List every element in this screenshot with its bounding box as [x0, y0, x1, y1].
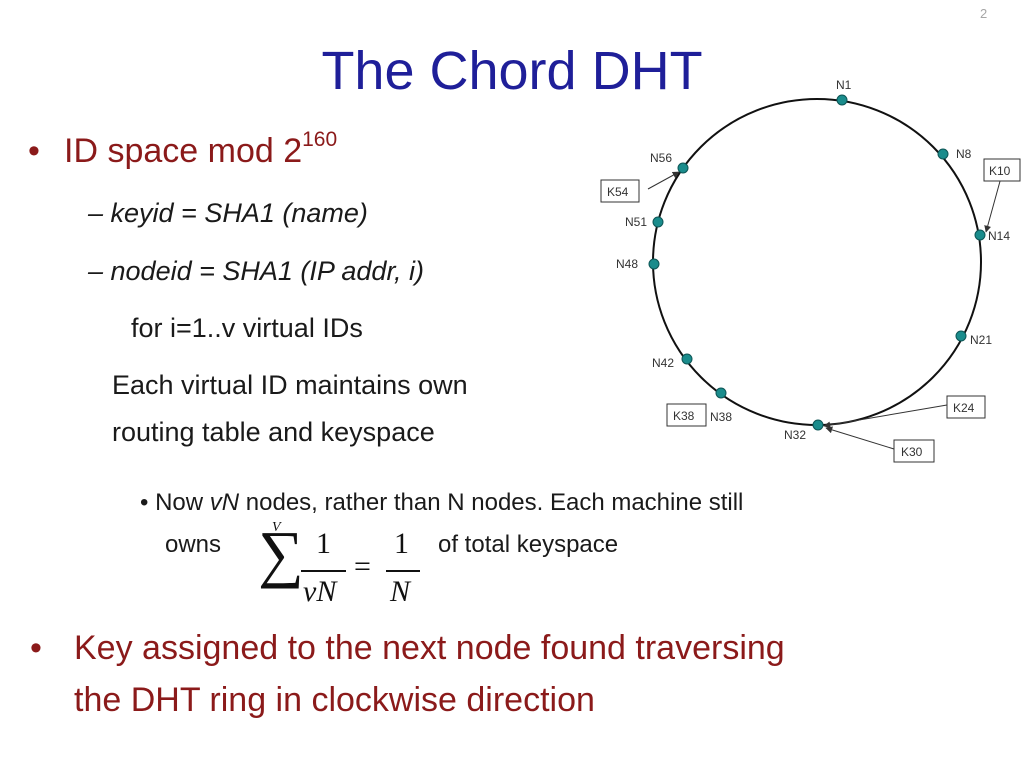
owns-label: owns [165, 531, 222, 558]
chord-ring-diagram: N1 N8 N14 N21 N32 N38 N42 N48 N51 N56 K1… [600, 78, 1021, 463]
slide-number: 2 [980, 6, 988, 21]
label-k10: K10 [989, 164, 1011, 178]
key-box-k30 [893, 439, 935, 463]
text-vn: vN [209, 489, 240, 516]
bullet-text: ID space mod 2 [64, 132, 303, 170]
key-box-k24 [946, 395, 986, 419]
key-box-k10 [983, 158, 1021, 182]
node-n21 [955, 330, 967, 342]
sub-bullet-nodeid: – nodeid = SHA1 (IP addr, i) [88, 256, 424, 286]
key-boxes: K10 K24 K30 K38 K54 [600, 158, 1021, 463]
label-n8: N8 [956, 147, 972, 161]
paragraph-line-1: Each virtual ID maintains own [112, 370, 468, 400]
slide-title: The Chord DHT [321, 41, 703, 101]
label-k38: K38 [673, 409, 695, 423]
ring-circle [652, 98, 982, 426]
paragraph-line-2: routing table and keyspace [112, 417, 435, 447]
text-now: Now [155, 489, 210, 516]
text-rest: nodes, rather than N nodes. Each machine… [239, 489, 744, 516]
label-n42: N42 [652, 356, 674, 370]
fraction2-numerator: 1 [394, 527, 409, 560]
label-n1: N1 [836, 78, 852, 92]
fraction2-denominator: N [390, 575, 411, 608]
bullet-dot: • [28, 132, 40, 170]
third-level-bullet: • Now vN nodes, rather than N nodes. Eac… [140, 489, 743, 517]
label-k24: K24 [953, 401, 975, 415]
label-n21: N21 [970, 333, 992, 347]
bullet-id-space: • ID space mod 2160 [28, 128, 337, 171]
bullet-dot-small: • [140, 489, 149, 516]
fraction1-bar [301, 570, 346, 572]
node-labels: N1 N8 N14 N21 N32 N38 N42 N48 N51 N56 [616, 78, 1010, 442]
sigma-symbol: ∑ [258, 518, 304, 589]
node-n8 [937, 148, 949, 160]
bullet-text-line-2: the DHT ring in clockwise direction [74, 681, 595, 719]
bullet-dot: • [30, 629, 42, 667]
sum-upper-limit: V [272, 520, 281, 535]
exponent: 160 [302, 128, 338, 151]
label-n14: N14 [988, 229, 1010, 243]
bullet-key-assignment: • Key assigned to the next node found tra… [30, 629, 785, 668]
keyspace-label: of total keyspace [438, 531, 619, 558]
node-n1 [836, 94, 848, 106]
label-n51: N51 [625, 215, 647, 229]
label-n32: N32 [784, 428, 806, 442]
equals-sign: = [354, 550, 371, 583]
key-pointers [647, 171, 1003, 450]
label-k54: K54 [607, 185, 629, 199]
label-k30: K30 [901, 445, 923, 459]
bullet-text-line-1: Key assigned to the next node found trav… [74, 629, 785, 667]
fraction1-denominator: vN [303, 575, 337, 608]
node-n42 [681, 353, 693, 365]
label-n38: N38 [710, 410, 732, 424]
label-n56: N56 [650, 151, 672, 165]
ring-nodes [648, 94, 986, 431]
label-n48: N48 [616, 257, 638, 271]
sub-bullet-keyid: – keyid = SHA1 (name) [88, 198, 368, 228]
node-n14 [974, 229, 986, 241]
node-n32 [812, 419, 824, 431]
key-box-k54 [600, 179, 640, 203]
node-n38 [715, 387, 727, 399]
node-n51 [652, 216, 664, 228]
node-n56 [677, 162, 689, 174]
key-box-k38 [666, 403, 707, 427]
fraction1-numerator: 1 [316, 527, 331, 560]
sub-bullet-continuation: for i=1..v virtual IDs [131, 313, 363, 343]
fraction2-bar [386, 570, 420, 572]
node-n48 [648, 258, 660, 270]
